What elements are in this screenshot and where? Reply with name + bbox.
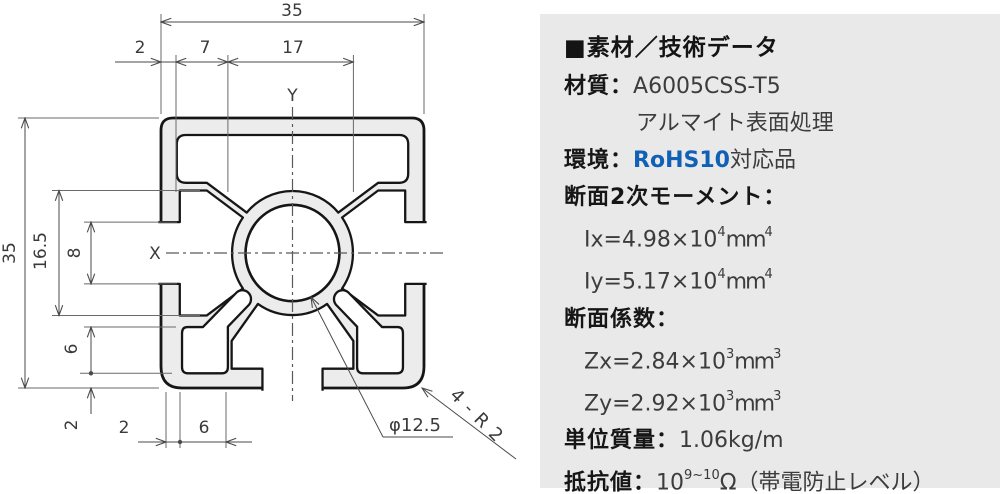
spec-panel: ■素材／技術データ 材質：A6005CSS-T5 アルマイト表面処理 環境：Ro…	[540, 14, 1000, 494]
resistance-unit-note: Ω（帯電防止レベル）	[719, 470, 935, 494]
iy-value: Iy=5.17×10	[584, 269, 718, 295]
dim-top-17: 17	[282, 38, 304, 58]
zx-unit-exponent: 3	[773, 346, 782, 362]
profile-cavity-bottom-right	[334, 290, 403, 373]
dim-width-35: 35	[281, 1, 303, 21]
ix-exponent: 4	[717, 225, 726, 240]
zx-value: Zx=2.84×10	[584, 348, 726, 374]
zy-unit-exponent: 3	[773, 388, 782, 404]
material-label: 材質：	[564, 74, 634, 99]
moment-heading: 断面2次モーメント：	[564, 185, 787, 210]
profile-cavity-bottom-left	[182, 290, 251, 373]
dim-bottom-6: 6	[199, 418, 210, 438]
modulus-zy: Zy=2.92×103mm3	[564, 380, 992, 422]
rohs-badge: RoHS10	[633, 148, 730, 173]
material-note: アルマイト表面処理	[636, 111, 834, 136]
resistance-base: 10	[656, 470, 685, 494]
resistance-label: 抵抗値：	[564, 470, 657, 494]
dim-top-2: 2	[135, 38, 146, 58]
zy-exponent: 3	[725, 388, 735, 404]
ix-unit-exponent: 4	[764, 225, 773, 240]
zx-exponent: 3	[725, 346, 735, 362]
modulus-zx: Zx=2.84×103mm3	[564, 338, 992, 380]
mass-label: 単位質量：	[564, 428, 680, 454]
material-value: A6005CSS-T5	[633, 74, 781, 99]
dim-left-8: 8	[65, 248, 85, 259]
iy-unit: mm	[725, 269, 767, 295]
dim-dot-left	[88, 371, 94, 376]
dim-bottom-2: 2	[119, 418, 130, 438]
spec-material-row: 材質：A6005CSS-T5	[564, 68, 992, 105]
dim-top-7: 7	[200, 38, 211, 58]
technical-drawing: 35 2 7 17 35 16.5 8 6 2 2 6 X Y φ12.5 4-…	[0, 1, 517, 460]
moment-ix: Ix=4.98×104mm4	[564, 216, 992, 258]
moment-iy: Iy=5.17×104mm4	[564, 258, 992, 300]
spec-environment-row: 環境：RoHS10対応品	[564, 142, 992, 179]
note-corner-radius: 4-R2	[445, 385, 512, 452]
dim-left-16-5: 16.5	[31, 232, 51, 270]
dim-height-35: 35	[0, 242, 20, 264]
leader-bore	[311, 297, 384, 438]
axis-y-label: Y	[286, 86, 298, 106]
iy-unit-exponent: 4	[764, 267, 773, 283]
ix-value: Ix=4.98×10	[584, 227, 718, 253]
zy-value: Zy=2.92×10	[584, 391, 726, 417]
iy-exponent: 4	[717, 267, 726, 283]
leader-corner-radius	[422, 388, 517, 460]
zx-unit: mm	[734, 348, 775, 374]
dim-dot-bottom	[177, 439, 183, 445]
spec-mass-row: 単位質量：1.06kg/m	[564, 422, 992, 459]
dim-left-6: 6	[62, 344, 82, 355]
dim-left-2: 2	[62, 420, 82, 431]
spec-heading: ■素材／技術データ	[564, 35, 779, 61]
axis-x-label: X	[149, 244, 161, 264]
environment-label: 環境：	[564, 148, 634, 173]
environment-suffix: 対応品	[729, 148, 796, 173]
note-bore-diameter: φ12.5	[389, 415, 441, 436]
spec-resistance-row: 抵抗値：109~10Ω（帯電防止レベル）	[564, 459, 992, 494]
mass-value: 1.06kg/m	[679, 428, 784, 454]
zy-unit: mm	[734, 391, 775, 417]
resistance-exponent: 9~10	[684, 468, 720, 484]
ix-unit: mm	[725, 227, 767, 253]
modulus-heading: 断面係数：	[564, 306, 680, 332]
